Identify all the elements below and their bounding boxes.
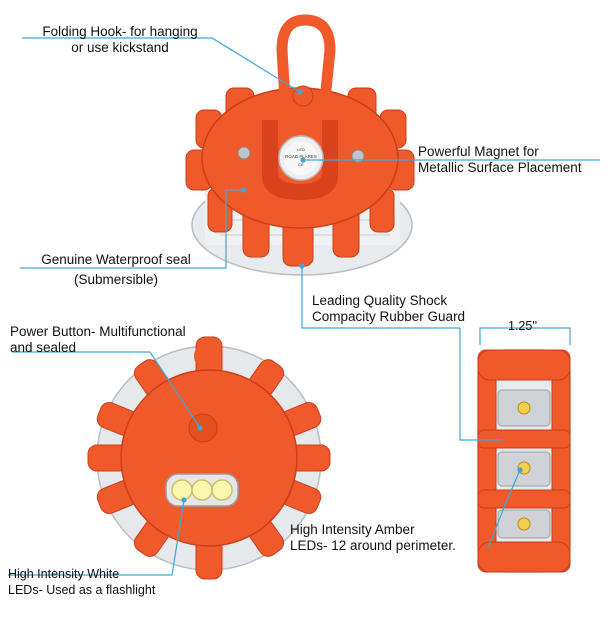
amber-led-callout: High Intensity Amber LEDs- 12 around per… xyxy=(290,522,456,554)
folding-hook-line2: or use kickstand xyxy=(71,40,169,55)
callout-lines xyxy=(8,37,600,576)
white-led-callout: High Intensity White LEDs- Used as a fla… xyxy=(8,566,155,598)
magnet-label-line3: CE xyxy=(298,162,304,167)
folding-hook-callout: Folding Hook- for hanging or use kicksta… xyxy=(24,24,216,56)
top-flare-device xyxy=(185,14,415,276)
power-button-line2: and sealed xyxy=(10,340,77,355)
waterproof-callout: Genuine Waterproof seal (Submersible) xyxy=(24,252,208,288)
white-led-line1: High Intensity White xyxy=(8,567,120,581)
magnet-label-line1: LED xyxy=(297,147,305,152)
white-led-line2: LEDs- Used as a flashlight xyxy=(8,583,156,597)
power-button-callout: Power Button- Multifunctional and sealed xyxy=(10,324,186,356)
side-view-flare-device xyxy=(477,349,571,573)
magnet-line1: Powerful Magnet for xyxy=(418,144,539,159)
shock-guard-line1: Leading Quality Shock xyxy=(312,293,448,308)
waterproof-line1: Genuine Waterproof seal xyxy=(41,252,191,267)
amber-led-line2: LEDs- 12 around perimeter. xyxy=(290,538,456,553)
power-button-line1: Power Button- Multifunctional xyxy=(10,324,186,339)
dimension-label: 1.25'' xyxy=(508,319,538,333)
shock-guard-callout: Leading Quality Shock Compacity Rubber G… xyxy=(312,293,465,325)
front-flare-device xyxy=(87,336,331,580)
magnet-callout: Powerful Magnet for Metallic Surface Pla… xyxy=(418,144,582,176)
magnet-line2: Metallic Surface Placement xyxy=(418,160,582,175)
shock-guard-line2: Compacity Rubber Guard xyxy=(312,309,466,324)
folding-hook-line1: Folding Hook- for hanging xyxy=(42,24,198,39)
magnet-label-line2: ROAD FLARES xyxy=(285,154,317,159)
waterproof-line2: (Submersible) xyxy=(73,272,159,287)
amber-led-line1: High Intensity Amber xyxy=(290,522,415,537)
